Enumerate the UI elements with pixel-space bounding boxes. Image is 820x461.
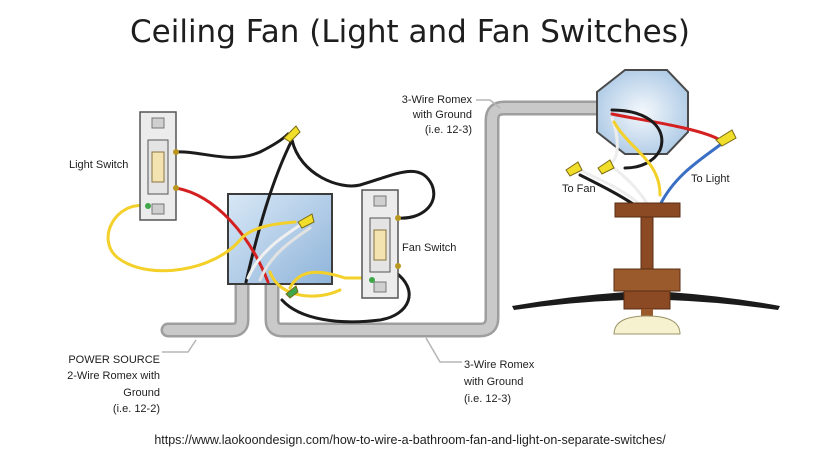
fan-white-lead <box>578 168 642 207</box>
ceiling-junction-box <box>596 69 689 155</box>
wire-nut <box>565 161 583 177</box>
svg-text:3-Wire Romex: 3-Wire Romex <box>464 359 535 371</box>
blue-light-wire <box>658 140 726 207</box>
ceiling-black-wire <box>610 108 664 170</box>
fan-blade-left <box>512 292 626 310</box>
fan-switch-label: Fan Switch <box>402 242 456 254</box>
svg-text:Ground: Ground <box>123 387 160 399</box>
light-switch-label: Light Switch <box>69 159 128 171</box>
ceiling-ground-wire <box>612 120 662 197</box>
fan-blade-right <box>668 292 780 310</box>
ground-fan-switch <box>288 270 374 290</box>
light-switch-toggle <box>151 151 165 183</box>
to-light-label: To Light <box>691 173 730 185</box>
black-hot-wire <box>244 138 294 284</box>
white-neutral-1 <box>246 220 307 280</box>
fan-motor-housing <box>613 268 681 292</box>
black-light-switch-feed <box>173 132 290 159</box>
svg-text:(i.e. 12-3): (i.e. 12-3) <box>425 124 472 136</box>
power-source-label: POWER SOURCE 2-Wire Romex with Ground (i… <box>67 354 160 415</box>
page-title: Ceiling Fan (Light and Fan Switches) <box>130 14 690 50</box>
svg-text:3-Wire Romex: 3-Wire Romex <box>402 94 473 106</box>
wire-nuts <box>283 125 737 299</box>
svg-text:2-Wire Romex with: 2-Wire Romex with <box>67 370 160 382</box>
white-neutral-2 <box>258 226 312 282</box>
romex-bottom-label: 3-Wire Romex with Ground (i.e. 12-3) <box>463 359 535 405</box>
wire-nut <box>597 159 615 175</box>
wire-nut <box>285 285 299 299</box>
fan-downrod <box>640 216 654 270</box>
ceiling-fan <box>512 202 780 335</box>
fan-white-lead-2 <box>608 163 650 207</box>
wire-nut <box>715 129 737 147</box>
light-switch <box>139 111 179 221</box>
svg-text:(i.e. 12-2): (i.e. 12-2) <box>113 403 160 415</box>
source-url: https://www.laokoondesign.com/how-to-wir… <box>154 433 666 447</box>
fan-light-globe <box>613 315 681 335</box>
leader-lines <box>162 99 501 363</box>
fan-mount-bracket <box>614 202 681 218</box>
wires <box>106 108 726 324</box>
wire-nut <box>297 213 315 229</box>
svg-text:with Ground: with Ground <box>412 109 472 121</box>
ground-light-switch <box>106 203 297 273</box>
black-fan-loop <box>280 270 411 324</box>
ground-pigtail <box>268 270 342 298</box>
romex-top-label: 3-Wire Romex with Ground (i.e. 12-3) <box>402 94 473 136</box>
fan-switch <box>361 189 401 299</box>
fan-switch-toggle <box>373 229 387 261</box>
wire-nut <box>283 125 301 143</box>
svg-text:with Ground: with Ground <box>463 376 523 388</box>
black-fan-switch-feed <box>290 138 436 220</box>
svg-text:POWER SOURCE: POWER SOURCE <box>68 354 160 366</box>
to-fan-label: To Fan <box>562 183 596 195</box>
fan-light-neck <box>641 309 653 317</box>
power-source-conduit <box>160 274 250 338</box>
red-light-wire <box>174 186 270 284</box>
ceiling-red-wire <box>610 112 722 142</box>
svg-text:(i.e. 12-3): (i.e. 12-3) <box>464 393 511 405</box>
fan-lower-housing <box>623 290 671 310</box>
